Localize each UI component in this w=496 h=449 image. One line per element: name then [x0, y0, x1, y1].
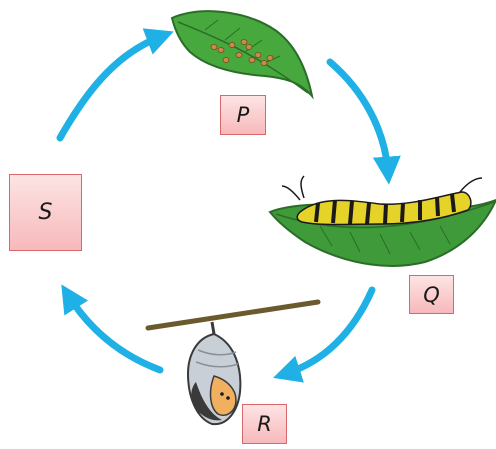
stage-label-p: P	[220, 95, 266, 135]
eggs-on-leaf-icon	[172, 11, 312, 96]
stage-label-p-text: P	[237, 103, 250, 127]
stage-label-r-text: R	[257, 412, 272, 436]
stage-label-r: R	[242, 404, 287, 444]
stage-label-q-text: Q	[423, 283, 440, 307]
stage-label-q: Q	[409, 275, 454, 314]
arrow-p-to-q	[330, 62, 388, 172]
arrow-r-to-s	[68, 295, 160, 370]
chrysalis-icon	[148, 302, 318, 424]
caterpillar-on-leaf-icon	[270, 176, 496, 266]
stage-label-s: S	[9, 174, 82, 251]
stage-label-s-text: S	[39, 200, 53, 225]
arrow-s-to-p	[60, 36, 162, 138]
